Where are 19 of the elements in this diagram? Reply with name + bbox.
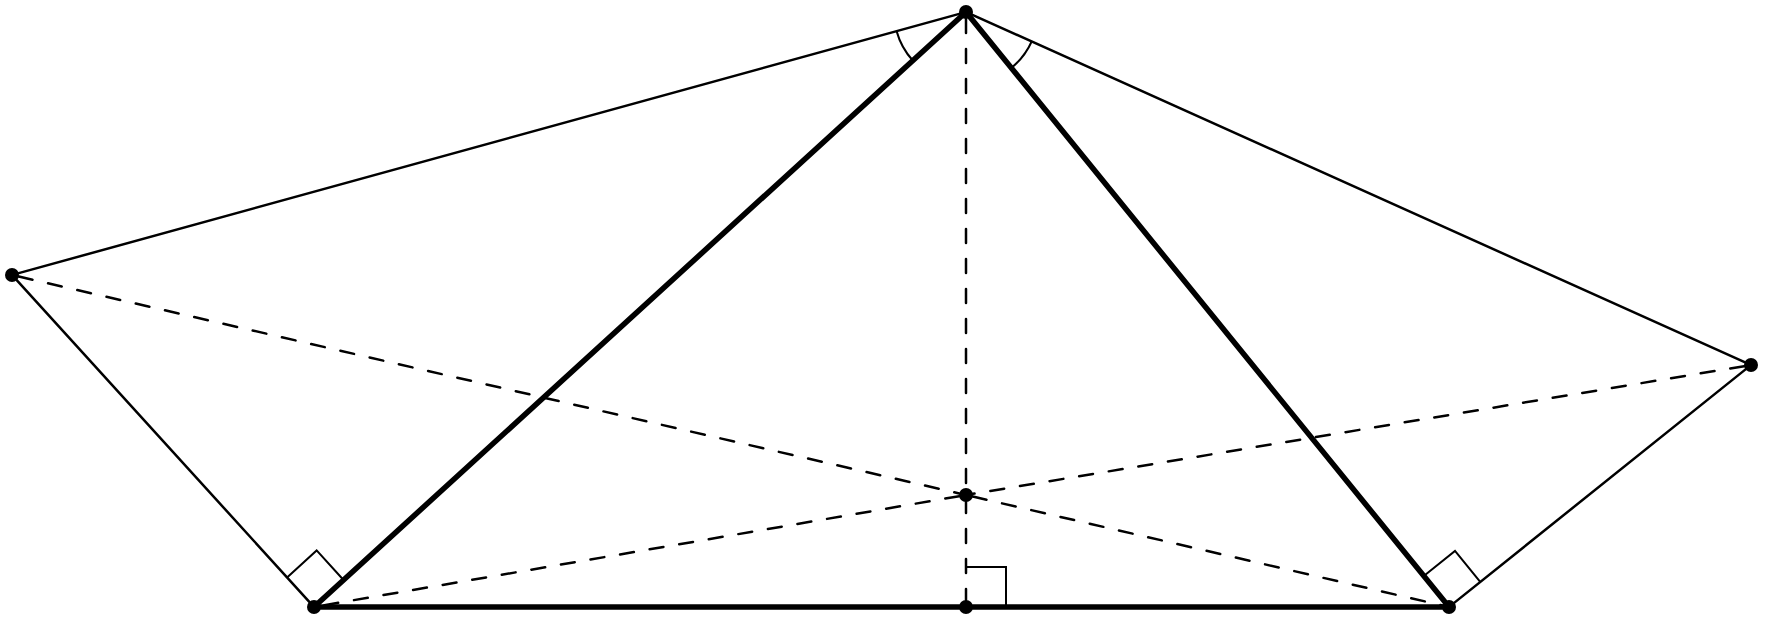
dashed-line xyxy=(971,364,1746,496)
line-segment xyxy=(316,13,964,606)
dashed-line xyxy=(971,495,1444,607)
line-segment xyxy=(15,278,311,604)
vertex-point xyxy=(959,600,973,614)
vertex-point xyxy=(307,600,321,614)
line-segment xyxy=(318,604,962,610)
line-segment xyxy=(1453,368,1747,604)
line-segment xyxy=(967,14,1448,605)
vertex-point xyxy=(959,5,973,19)
vertex-point xyxy=(959,488,973,502)
dashed-line xyxy=(17,275,961,495)
line-segment xyxy=(970,604,1445,610)
vertex-point xyxy=(1744,358,1758,372)
dashed-line xyxy=(964,17,968,602)
line-segment xyxy=(17,12,961,275)
vertex-point xyxy=(5,268,19,282)
line-segment xyxy=(971,13,1746,364)
vertex-point xyxy=(1442,600,1456,614)
